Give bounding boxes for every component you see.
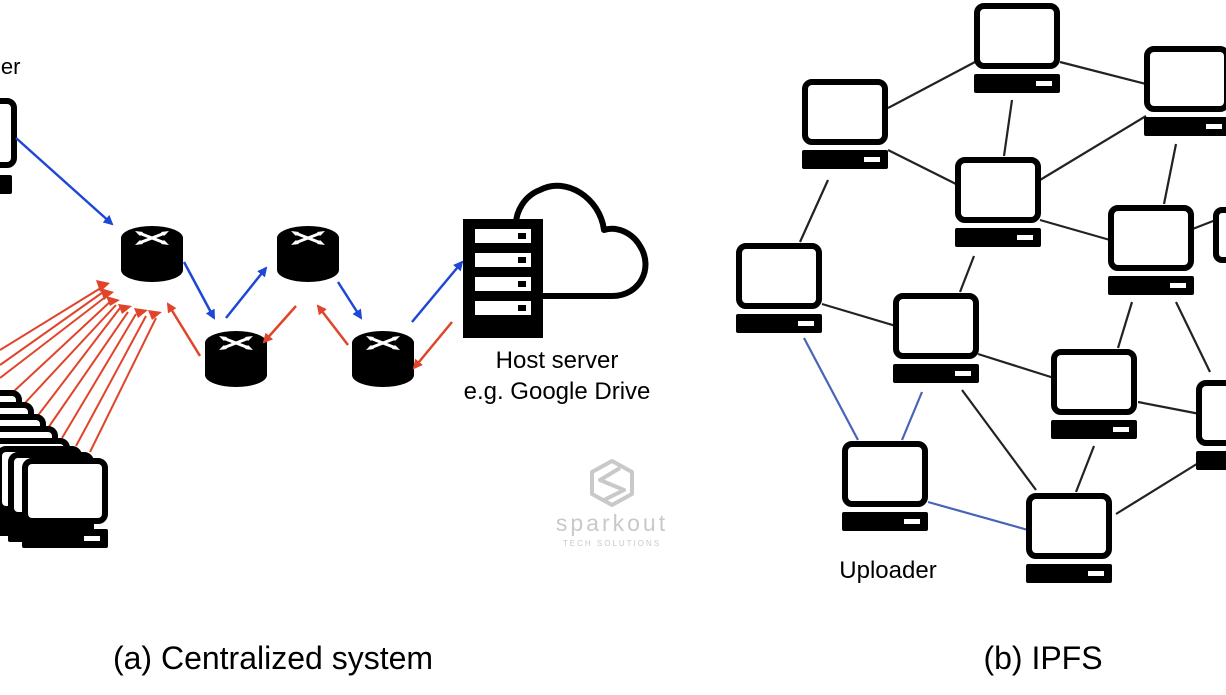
download-path-arrows bbox=[166, 302, 453, 370]
peer-computer-icon bbox=[1108, 208, 1194, 295]
peer-computer-icon bbox=[893, 296, 979, 383]
peer-computer-icon bbox=[955, 160, 1041, 247]
uploader-computer-icon bbox=[0, 98, 17, 194]
download-request-lines bbox=[0, 285, 157, 453]
ipfs-panel: Uploader (b) IPFS bbox=[736, 6, 1226, 676]
cloud-icon bbox=[513, 182, 649, 299]
host-server-label: Host server bbox=[496, 347, 619, 374]
peer-computer-icon bbox=[974, 6, 1060, 93]
watermark-subtext: TECH SOLUTIONS bbox=[563, 539, 661, 548]
ipfs-caption: (b) IPFS bbox=[983, 640, 1102, 676]
router-icon bbox=[275, 224, 341, 284]
sparkout-logo-icon bbox=[590, 459, 634, 507]
peer-computer-icon bbox=[1196, 383, 1226, 470]
router-icon bbox=[350, 329, 416, 389]
router-icon bbox=[119, 224, 185, 284]
host-server-example-label: e.g. Google Drive bbox=[464, 378, 651, 405]
peer-computer-icon bbox=[1213, 207, 1226, 263]
top-left-partial-label: ler bbox=[0, 54, 20, 79]
server-rack-icon bbox=[463, 219, 543, 338]
peer-computer-icon bbox=[802, 82, 888, 169]
centralized-caption: (a) Centralized system bbox=[113, 640, 433, 676]
uploader-peer-computer-icon bbox=[842, 444, 928, 531]
peer-computer-icon bbox=[1051, 352, 1137, 439]
peer-computer-icon bbox=[736, 246, 822, 333]
uploader-label: Uploader bbox=[839, 557, 936, 584]
uploader-links bbox=[803, 337, 1029, 532]
watermark-text: sparkout bbox=[556, 510, 668, 536]
centralized-panel: ler bbox=[0, 54, 668, 676]
downloader-computer-icon bbox=[22, 461, 108, 548]
peer-computer-icon bbox=[1144, 49, 1226, 136]
download-arrowheads bbox=[96, 280, 162, 320]
peer-computer-icon bbox=[1026, 496, 1112, 583]
upload-path-arrows bbox=[15, 137, 464, 323]
router-icon bbox=[203, 329, 269, 389]
